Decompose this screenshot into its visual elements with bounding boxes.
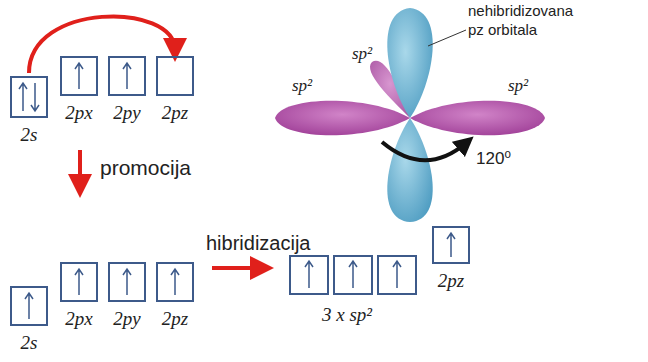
text-label: sp²	[352, 44, 372, 64]
orbital-node: 2pz	[156, 262, 194, 330]
sp2-lobe	[275, 101, 410, 136]
pz-lobe	[387, 118, 432, 222]
orbital-label: 2pz	[156, 308, 194, 330]
orbital-label: 2pz	[156, 102, 194, 124]
orbital-box	[156, 262, 194, 302]
angle-arrow	[382, 142, 466, 160]
orbital-node: 2s	[10, 286, 48, 354]
orbital-label: 2s	[10, 332, 48, 354]
orbital-box	[60, 262, 98, 302]
text-label: 120⁰	[476, 148, 511, 169]
orbital-box	[10, 286, 48, 326]
orbital-node: 2s	[10, 76, 48, 146]
hybridization-arrow	[212, 266, 262, 270]
text-label: hibridizacija	[206, 232, 311, 255]
orbital-label: 2py	[108, 102, 146, 124]
orbital-box	[60, 56, 98, 96]
orbital-label: 2pz	[432, 270, 470, 292]
sp2-boxes	[290, 256, 416, 294]
orbital-label: 2px	[60, 308, 98, 330]
orbital-node: 2px	[60, 262, 98, 330]
orbital-box	[108, 262, 146, 302]
orbital-node: 2py	[108, 262, 146, 330]
orbital-box	[432, 226, 470, 264]
text-label: sp²	[292, 76, 312, 96]
text-label: 3 x sp²	[322, 304, 372, 326]
pz-lobe	[387, 8, 432, 118]
orbital-label: 2s	[10, 124, 48, 146]
text-label: promocija	[100, 156, 191, 180]
orbital-box	[108, 56, 146, 96]
orbital-box	[10, 76, 48, 118]
orbital-label: 2px	[60, 102, 98, 124]
orbital-node: 2pz	[156, 56, 194, 124]
orbital-box	[156, 56, 194, 96]
orbital-node: 2px	[60, 56, 98, 124]
orbital-node: 2py	[108, 56, 146, 124]
promotion-curve	[29, 16, 175, 73]
promotion-arrow	[78, 150, 82, 186]
orbital-node: 2pz	[432, 226, 470, 292]
orbital-label: 2py	[108, 308, 146, 330]
leader-line	[428, 30, 466, 46]
text-label: sp²	[508, 76, 528, 96]
sp2-lobe	[410, 101, 545, 136]
text-label: nehibridizovana pz orbitala	[468, 2, 590, 40]
